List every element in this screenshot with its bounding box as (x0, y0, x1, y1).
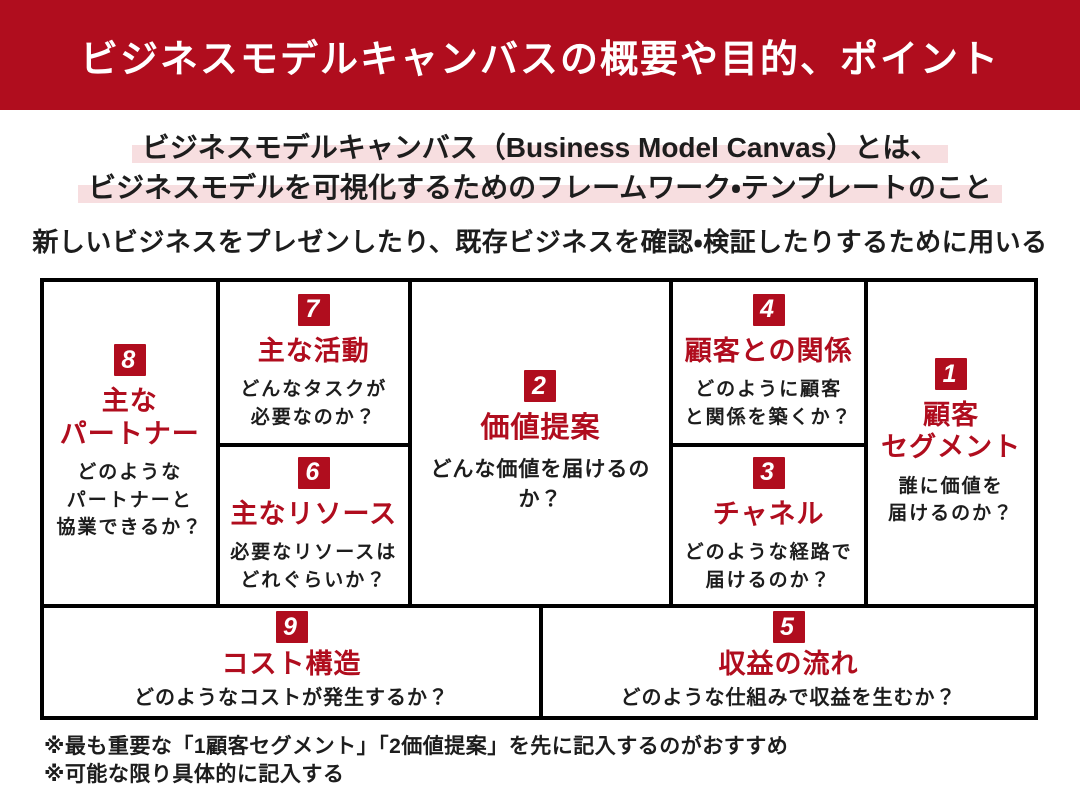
usage-lead-text: 新しいビジネスをプレゼンしたり、既存ビジネスを確認・検証したりするために用いる (32, 227, 1048, 257)
footnotes: ※最も重要な「1顧客セグメント」「2価値提案」を先に記入するのがおすすめ ※可能… (44, 733, 788, 789)
number-badge: 8 (113, 344, 146, 377)
block-value-proposition: 2 価値提案 どんな価値を届けるのか？ (408, 282, 669, 604)
block-customer-segments: 1 顧客 セグメント 誰に価値を 届けるのか？ (864, 282, 1034, 604)
block-customer-relationships: 4 顧客との関係 どのように顧客 と関係を築くか？ (673, 282, 864, 443)
block-description: どのような パートナーと 協業できるか？ (56, 462, 204, 539)
block-description: どんな価値を届けるのか？ (430, 457, 651, 512)
block-description: どのようなコストが発生するか？ (134, 686, 449, 709)
number-badge: 1 (935, 358, 968, 391)
highlighted-text: ビジネスモデルキャンバス（Business Model Canvas）とは、 (131, 132, 949, 163)
number-badge: 2 (524, 370, 557, 403)
number-badge: 6 (297, 456, 330, 489)
block-title: 価値提案 (480, 412, 601, 445)
number-badge: 9 (275, 611, 308, 644)
block-description: どのように顧客 と関係を築くか？ (684, 379, 853, 428)
intro-definition: ビジネスモデルキャンバス（Business Model Canvas）とは、 ビ… (0, 128, 1080, 208)
footnote-1: ※最も重要な「1顧客セグメント」「2価値提案」を先に記入するのがおすすめ (44, 735, 789, 758)
number-badge: 3 (752, 456, 785, 489)
block-key-activities: 7 主な活動 どんなタスクが 必要なのか？ (220, 282, 408, 443)
header-banner: ビジネスモデルキャンバスの概要や目的、ポイント (0, 0, 1080, 110)
block-description: 誰に価値を 届けるのか？ (888, 475, 1015, 525)
number-badge: 5 (772, 611, 805, 644)
canvas-column-activities-resources: 7 主な活動 どんなタスクが 必要なのか？ 6 主なリソース 必要なリソースは … (215, 282, 409, 604)
block-title: 主な パートナー (59, 386, 200, 449)
footnote-2: ※可能な限り具体的に記入する (44, 763, 345, 786)
block-key-partners: 8 主な パートナー どのような パートナーと 協業できるか？ (44, 282, 216, 604)
block-description: どのような仕組みで収益を生むか？ (620, 686, 957, 709)
block-title: コスト構造 (221, 649, 362, 680)
block-title: 顧客との関係 (684, 335, 853, 366)
block-revenue-streams: 5 収益の流れ どのような仕組みで収益を生むか？ (539, 608, 1034, 716)
intro-line-2: ビジネスモデルを可視化するためのフレームワーク・テンプレートのこと (0, 168, 1080, 208)
intro-line-1: ビジネスモデルキャンバス（Business Model Canvas）とは、 (0, 128, 1080, 168)
canvas-upper-area: 8 主な パートナー どのような パートナーと 協業できるか？ 7 主な活動 ど… (44, 282, 1034, 604)
number-badge: 7 (297, 293, 330, 326)
block-description: どのような経路で 届けるのか？ (684, 542, 853, 591)
block-title: 主な活動 (257, 335, 370, 366)
block-title: 顧客 セグメント (881, 400, 1022, 463)
block-channels: 3 チャネル どのような経路で 届けるのか？ (672, 443, 865, 604)
canvas-lower-area: 9 コスト構造 どのようなコストが発生するか？ 5 収益の流れ どのような仕組み… (44, 604, 1034, 716)
block-key-resources: 6 主なリソース 必要なリソースは どれぐらいか？ (219, 443, 409, 604)
block-title: 主なリソース (230, 498, 398, 529)
number-badge: 4 (752, 293, 785, 326)
page-title: ビジネスモデルキャンバスの概要や目的、ポイント (79, 38, 1000, 81)
highlighted-text: ビジネスモデルを可視化するためのフレームワーク・テンプレートのこと (78, 172, 1002, 203)
block-description: 必要なリソースは どれぐらいか？ (230, 542, 398, 591)
business-model-canvas-grid: 8 主な パートナー どのような パートナーと 協業できるか？ 7 主な活動 ど… (40, 278, 1038, 720)
block-description: どんなタスクが 必要なのか？ (240, 379, 388, 428)
block-title: チャネル (712, 498, 825, 529)
canvas-column-relationships-channels: 4 顧客との関係 どのように顧客 と関係を築くか？ 3 チャネル どのような経路… (668, 282, 865, 604)
block-cost-structure: 9 コスト構造 どのようなコストが発生するか？ (44, 608, 539, 716)
block-title: 収益の流れ (718, 649, 859, 680)
